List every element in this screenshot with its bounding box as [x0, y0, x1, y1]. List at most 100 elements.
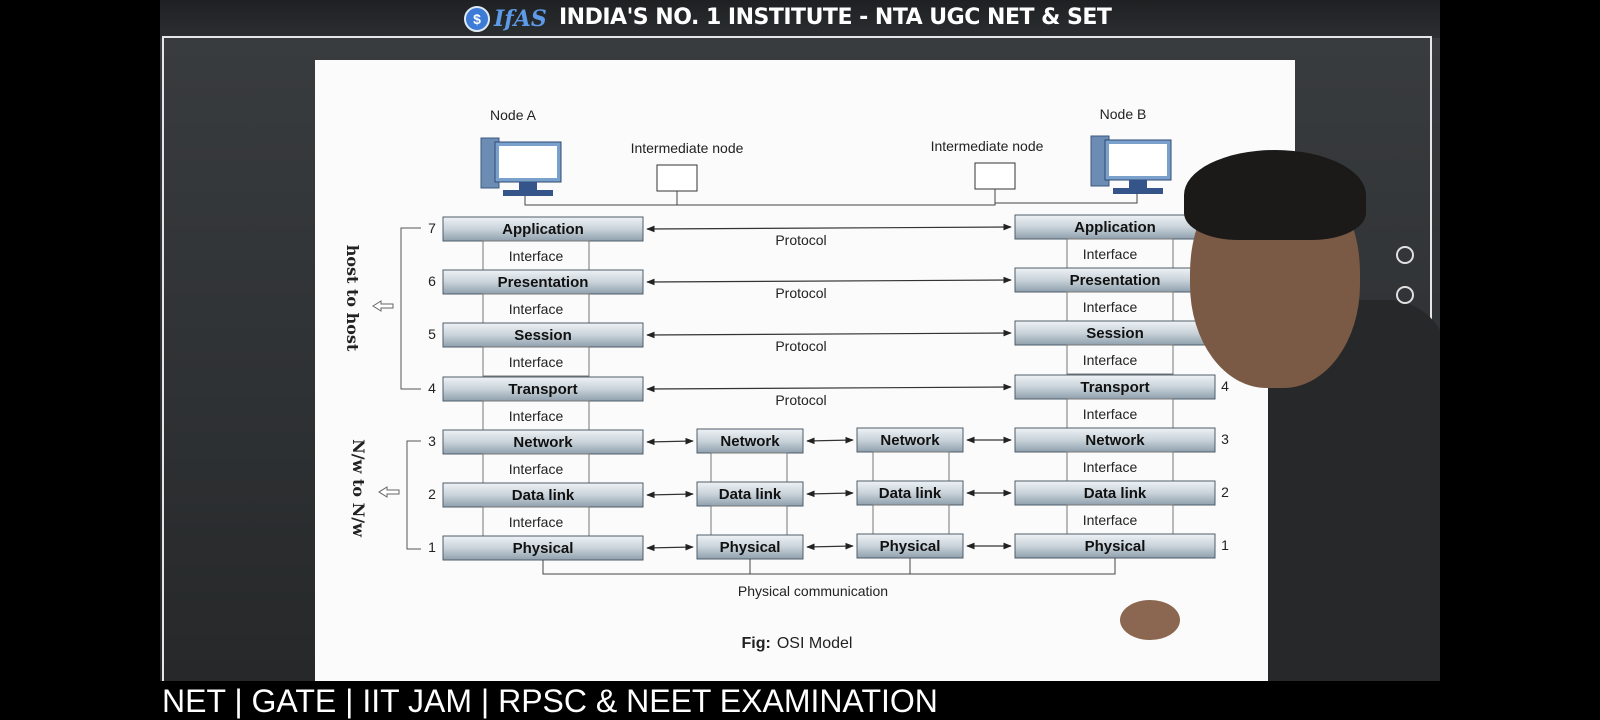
node-a-session-box: [442, 322, 644, 348]
node-b-physical-label: Physical: [1085, 538, 1146, 555]
presenter-hair: [1184, 150, 1366, 240]
nw-to-nw-arrow-icon: [378, 486, 400, 498]
node-a-physical-label: Physical: [513, 540, 574, 557]
intermediate-connector: [710, 505, 788, 536]
layer-number-7: 7: [428, 220, 436, 236]
caption-text: OSI Model: [777, 635, 853, 652]
intermediate-left-physical-label: Physical: [720, 539, 781, 556]
network-link-line-2: [677, 189, 996, 206]
host-to-host-arrow-icon: [372, 300, 394, 312]
node-b-transport-box: [1014, 374, 1216, 400]
interface-label: Interface: [1083, 299, 1138, 315]
interface-label: Interface: [509, 461, 564, 477]
node-a-data-link-label: Data link: [512, 487, 575, 504]
node-b-transport-label: Transport: [1080, 379, 1149, 396]
intermediate-left-physical-box: [696, 534, 804, 560]
node-b-application-label: Application: [1074, 219, 1156, 236]
logo-emblem-icon: $: [464, 6, 490, 32]
intermediate-right-data-link-label: Data link: [879, 485, 942, 502]
node-b-session-label: Session: [1086, 325, 1144, 342]
intermediate-node-right-label: Intermediate node: [931, 138, 1044, 154]
intermediate-node-right-box: [974, 162, 1016, 190]
intermediate-left-network-box: [696, 428, 804, 454]
physical-communication-label: Physical communication: [738, 583, 888, 599]
screen-circle-icon-1: [1396, 246, 1414, 264]
physical-communication-line: [542, 558, 1116, 575]
top-banner: $ IfAS INDIA'S NO. 1 INSTITUTE - NTA UGC…: [160, 0, 1440, 38]
protocol-label: Protocol: [775, 392, 826, 408]
link-arrow-mid-2: [806, 489, 854, 498]
right-layer-number-2: 2: [1221, 484, 1229, 500]
interface-label: Interface: [509, 301, 564, 317]
banner-title: INDIA'S NO. 1 INSTITUTE - NTA UGC NET & …: [559, 5, 1112, 30]
figure-caption: Fig: OSI Model: [742, 635, 853, 652]
intermediate-connector: [710, 452, 788, 483]
interface-label: Interface: [1083, 459, 1138, 475]
protocol-label: Protocol: [775, 338, 826, 354]
computer-icon-node-b: [1090, 135, 1172, 194]
intermediate-right-network-label: Network: [880, 432, 940, 449]
caption-bold: Fig:: [742, 635, 771, 652]
protocol-arrow-layer-6: [646, 276, 1012, 286]
node-b-data-link-label: Data link: [1084, 485, 1147, 502]
interface-label: Interface: [509, 354, 564, 370]
slide: Node A Node B Intermediate node Intermed…: [315, 60, 1295, 681]
layer-number-1: 1: [428, 539, 436, 555]
node-b-network-label: Network: [1085, 432, 1145, 449]
node-a-network-box: [442, 429, 644, 455]
screen-circle-icon-2: [1396, 286, 1414, 304]
protocol-arrow-layer-4: [646, 383, 1012, 393]
footer-caption: NET | GATE | IIT JAM | RPSC & NEET EXAMI…: [162, 683, 938, 719]
layer-number-5: 5: [428, 326, 436, 342]
host-to-host-label: host to host: [343, 245, 362, 352]
right-layer-number-1: 1: [1221, 537, 1229, 553]
node-a-data-link-box: [442, 482, 644, 508]
protocol-arrow-layer-7: [646, 223, 1012, 233]
osi-model-diagram: Node A Node B Intermediate node Intermed…: [343, 106, 1229, 652]
node-b-label: Node B: [1100, 106, 1147, 122]
intermediate-left-data-link-box: [696, 481, 804, 507]
node-a-presentation-box: [442, 269, 644, 295]
node-b-session-box: [1014, 320, 1216, 346]
layer-number-6: 6: [428, 273, 436, 289]
intermediate-connector: [872, 504, 950, 535]
link-arrow-mid-3: [806, 436, 854, 445]
protocol-label: Protocol: [775, 232, 826, 248]
link-arrow-mid-1: [806, 542, 854, 551]
link-arrow-a-3: [646, 437, 694, 446]
interface-frame: [1066, 344, 1174, 375]
node-a-session-label: Session: [514, 327, 572, 344]
node-b-physical-box: [1014, 533, 1216, 559]
nw-to-nw-bracket: [406, 440, 421, 550]
layer-number-3: 3: [428, 433, 436, 449]
interface-label: Interface: [1083, 512, 1138, 528]
interface-label: Interface: [1083, 352, 1138, 368]
intermediate-connector: [872, 451, 950, 482]
intermediate-node-left-box: [656, 164, 698, 192]
nw-to-nw-label: N/w to N/w: [349, 439, 368, 538]
logo-text: IfAS: [494, 6, 547, 32]
interface-label: Interface: [509, 408, 564, 424]
intermediate-right-physical-label: Physical: [880, 538, 941, 555]
interface-label: Interface: [1083, 246, 1138, 262]
link-arrow-a-2: [646, 490, 694, 499]
video-frame: $ IfAS INDIA'S NO. 1 INSTITUTE - NTA UGC…: [160, 0, 1440, 681]
host-to-host-bracket: [400, 227, 421, 390]
link-arrow-a-1: [646, 543, 694, 552]
interface-label: Interface: [509, 248, 564, 264]
layer-number-2: 2: [428, 486, 436, 502]
node-a-label: Node A: [490, 107, 537, 123]
intermediate-node-left-label: Intermediate node: [631, 140, 744, 156]
node-a-application-label: Application: [502, 221, 584, 238]
node-b-data-link-box: [1014, 480, 1216, 506]
protocol-label: Protocol: [775, 285, 826, 301]
node-a-presentation-label: Presentation: [498, 274, 589, 291]
ifas-logo: $ IfAS: [464, 4, 547, 34]
protocol-arrow-layer-5: [646, 329, 1012, 339]
right-layer-number-3: 3: [1221, 431, 1229, 447]
node-a-transport-box: [442, 376, 644, 402]
network-link-line: [524, 191, 678, 206]
interface-label: Interface: [1083, 406, 1138, 422]
computer-icon-node-a: [480, 137, 562, 196]
